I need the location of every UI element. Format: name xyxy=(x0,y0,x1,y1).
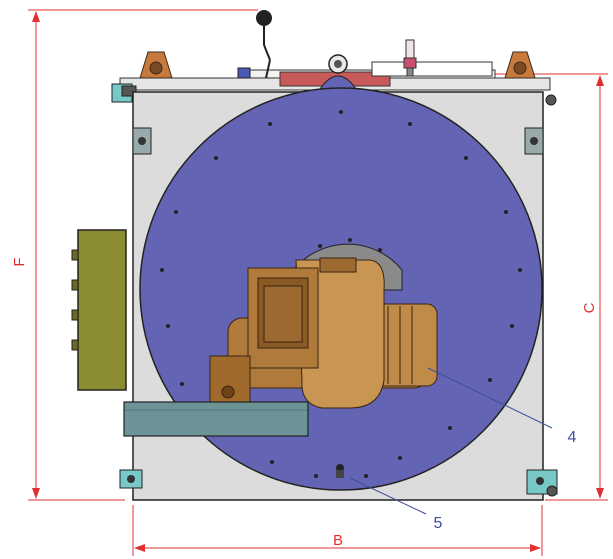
corner-fitting-bottom-left xyxy=(119,469,143,489)
right-side-hinge xyxy=(545,94,557,106)
dimension-f-arrow-top xyxy=(32,11,40,22)
motor-assembly xyxy=(209,257,438,409)
callout-4-label: 4 xyxy=(568,429,577,446)
callout-5-leader xyxy=(349,477,427,515)
dimension-f-label: F xyxy=(11,257,28,266)
dimension-c-arrow-top xyxy=(596,75,604,86)
dimension-b xyxy=(132,505,543,556)
dimension-c-label: C xyxy=(581,302,598,313)
hinge-fitting-left xyxy=(111,83,137,103)
drain-fitting xyxy=(336,464,344,478)
dimension-f-arrow-bottom xyxy=(32,488,40,499)
corner-fitting-top-right xyxy=(524,127,544,155)
dimension-b-label: B xyxy=(333,532,343,549)
lifting-bracket-left xyxy=(139,51,173,79)
corner-fitting-top-left xyxy=(132,127,152,155)
side-junction-box xyxy=(71,229,127,391)
lifting-bracket-right xyxy=(504,51,536,79)
callout-5-label: 5 xyxy=(434,515,443,532)
dimension-f xyxy=(28,9,258,501)
callout-4-leader xyxy=(427,367,553,429)
dimension-b-arrow-right xyxy=(530,544,541,552)
dimension-c-arrow-bottom xyxy=(596,488,604,499)
small-blue-box xyxy=(237,67,251,79)
duct xyxy=(123,401,309,437)
top-sensor xyxy=(403,39,417,77)
lever-handle xyxy=(256,10,272,79)
corner-fitting-bottom-right xyxy=(526,469,558,497)
dimension-b-arrow-left xyxy=(134,544,145,552)
hinge-hub xyxy=(328,54,348,74)
